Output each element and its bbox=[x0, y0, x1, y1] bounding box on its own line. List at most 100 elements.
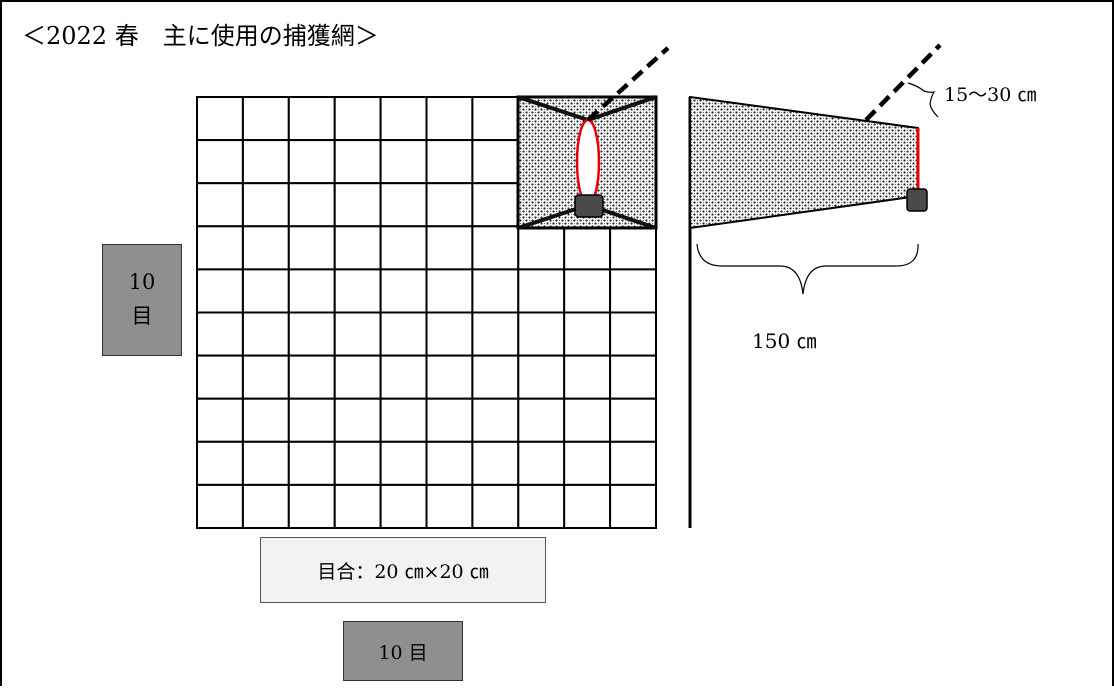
mesh-cell bbox=[333, 96, 382, 142]
mesh-cell bbox=[379, 225, 428, 271]
mesh-cell bbox=[425, 268, 474, 314]
mesh-cell bbox=[609, 483, 657, 529]
mesh-cell bbox=[609, 397, 657, 443]
row-count-unit: 目 bbox=[131, 304, 153, 328]
mesh-cell bbox=[333, 139, 382, 185]
mesh-cell bbox=[241, 268, 290, 314]
mesh-cell bbox=[287, 440, 336, 486]
mesh-cell bbox=[333, 311, 382, 357]
net-side-view: 15～30 ㎝ 150 ㎝ bbox=[688, 43, 1036, 528]
tow-line-front bbox=[586, 46, 670, 122]
mesh-cell bbox=[379, 483, 428, 529]
mesh-cell bbox=[379, 440, 428, 486]
mesh-cell bbox=[196, 268, 244, 314]
page-title: ＜2022 春 主に使用の捕獲網＞ bbox=[22, 22, 379, 50]
mesh-cell bbox=[379, 139, 428, 185]
mesh-cell bbox=[471, 268, 520, 314]
mesh-cell bbox=[287, 96, 336, 142]
mesh-cell bbox=[425, 440, 474, 486]
mesh-cell bbox=[517, 483, 566, 529]
mesh-cell bbox=[425, 182, 474, 228]
mesh-cell bbox=[379, 268, 428, 314]
mesh-cell bbox=[471, 483, 520, 529]
mesh-cell bbox=[471, 397, 520, 443]
mesh-cell bbox=[241, 225, 290, 271]
mesh-cell bbox=[379, 182, 428, 228]
net-body-side bbox=[689, 95, 919, 230]
mesh-cell bbox=[425, 139, 474, 185]
mesh-cell bbox=[196, 397, 244, 443]
mesh-cell bbox=[241, 311, 290, 357]
mesh-cell bbox=[379, 311, 428, 357]
ring-offset-label: 15～30 ㎝ bbox=[944, 84, 1036, 106]
mesh-cell bbox=[379, 397, 428, 443]
brace-offset bbox=[907, 82, 939, 118]
mesh-cell bbox=[241, 354, 290, 400]
mesh-cell bbox=[287, 311, 336, 357]
mesh-cell bbox=[425, 311, 474, 357]
mesh-cell bbox=[517, 397, 566, 443]
mesh-size-label: 目合：20 ㎝×20 ㎝ bbox=[317, 560, 489, 583]
mesh-cell bbox=[517, 440, 566, 486]
mesh-cell bbox=[609, 268, 657, 314]
mesh-cell bbox=[563, 440, 612, 486]
mesh-cell bbox=[471, 354, 520, 400]
mesh-cell bbox=[471, 225, 520, 271]
weight-front bbox=[574, 194, 604, 218]
column-count-box: 10 目 bbox=[343, 621, 463, 681]
mesh-cell bbox=[609, 354, 657, 400]
mesh-cell bbox=[333, 225, 382, 271]
cod-end-front bbox=[516, 46, 670, 230]
mesh-cell bbox=[287, 483, 336, 529]
mesh-cell bbox=[333, 397, 382, 443]
weight-side bbox=[906, 188, 928, 212]
mesh-cell bbox=[196, 354, 244, 400]
mesh-cell bbox=[609, 225, 657, 271]
mesh-cell bbox=[196, 182, 244, 228]
column-count-label: 10 目 bbox=[378, 641, 428, 664]
mesh-cell bbox=[333, 268, 382, 314]
mesh-cell bbox=[517, 268, 566, 314]
mesh-cell bbox=[379, 354, 428, 400]
mesh-cell bbox=[287, 225, 336, 271]
mesh-cell bbox=[425, 225, 474, 271]
mesh-cell bbox=[241, 483, 290, 529]
mesh-cell bbox=[471, 182, 520, 228]
mesh-cell bbox=[196, 96, 244, 142]
row-count-number: 10 bbox=[128, 270, 156, 295]
mesh-cell bbox=[241, 96, 290, 142]
brace-length bbox=[696, 243, 919, 295]
mesh-cell bbox=[517, 311, 566, 357]
mesh-cell bbox=[563, 225, 612, 271]
mesh-cell bbox=[241, 397, 290, 443]
mesh-cell bbox=[609, 440, 657, 486]
mesh-cell bbox=[425, 96, 474, 142]
mesh-cell bbox=[563, 268, 612, 314]
mesh-cell bbox=[333, 354, 382, 400]
mesh-cell bbox=[609, 311, 657, 357]
mesh-cell bbox=[333, 182, 382, 228]
row-count-box: 10 目 bbox=[102, 244, 182, 356]
mesh-size-box: 目合：20 ㎝×20 ㎝ bbox=[260, 537, 546, 603]
mesh-cell bbox=[379, 96, 428, 142]
mesh-cell bbox=[471, 96, 520, 142]
tow-line-side bbox=[864, 43, 942, 122]
mesh-cell bbox=[241, 440, 290, 486]
opening-ring bbox=[575, 118, 601, 206]
mesh-cell bbox=[241, 139, 290, 185]
mesh-cell bbox=[287, 182, 336, 228]
mesh-cell bbox=[471, 139, 520, 185]
mesh-cell bbox=[563, 354, 612, 400]
net-length-label: 150 ㎝ bbox=[752, 329, 817, 353]
mesh-cell bbox=[471, 440, 520, 486]
mesh-cell bbox=[333, 483, 382, 529]
mesh-cell bbox=[287, 268, 336, 314]
mesh-cell bbox=[517, 354, 566, 400]
mesh-cell bbox=[241, 182, 290, 228]
mesh-cell bbox=[563, 311, 612, 357]
mesh-cell bbox=[287, 397, 336, 443]
mesh-cell bbox=[563, 397, 612, 443]
mesh-cell bbox=[425, 354, 474, 400]
